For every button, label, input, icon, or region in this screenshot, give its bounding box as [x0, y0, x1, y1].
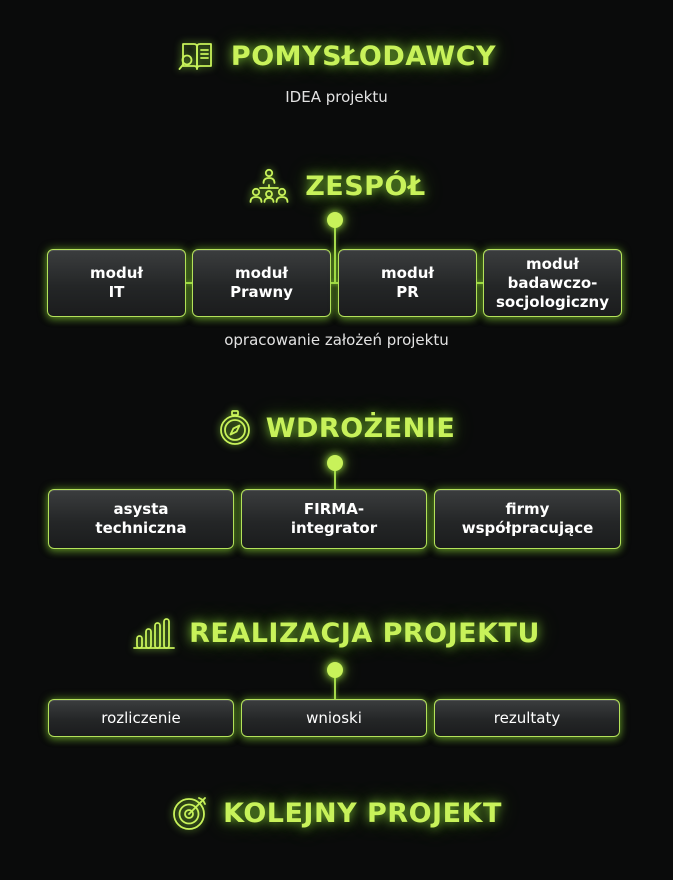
team-hierarchy-icon	[247, 166, 291, 206]
realizacja-vertical-connector	[334, 677, 336, 700]
asysta-line1: asysta	[113, 500, 169, 518]
heading-pomyslodawcy: POMYSŁODAWCY	[0, 38, 673, 74]
module-it-line1: moduł	[90, 264, 143, 282]
zespol-vertical-connector	[334, 226, 336, 284]
wdrozenie-vertical-connector	[334, 470, 336, 490]
module-badawczo-line1: moduł	[526, 254, 579, 273]
heading-wdrozenie-title: WDROŻENIE	[265, 412, 456, 444]
wnioski-label: wnioski	[306, 708, 362, 727]
heading-realizacja: REALIZACJA PROJEKTU	[0, 616, 673, 650]
firma-line2: integrator	[290, 519, 378, 537]
module-pr-line2: PR	[396, 283, 419, 301]
realizacja-node	[327, 662, 343, 678]
pomyslodawcy-subtitle: IDEA projektu	[285, 88, 388, 106]
bar-chart-icon	[133, 616, 175, 650]
heading-zespol-title: ZESPÓŁ	[305, 170, 426, 202]
firmy-line2: współpracujące	[461, 519, 594, 537]
heading-pomyslodawcy-title: POMYSŁODAWCY	[230, 40, 497, 72]
realizacja-box-rezultaty: rezultaty	[434, 699, 620, 737]
module-box-badawczo-socjologiczny: moduł badawczo- socjologiczny	[483, 249, 622, 317]
module-box-pr: moduł PR	[338, 249, 477, 317]
target-icon	[171, 794, 209, 832]
heading-kolejny-title: KOLEJNY PROJEKT	[223, 797, 502, 829]
module-prawny-line2: Prawny	[230, 283, 293, 301]
module-box-prawny: moduł Prawny	[192, 249, 331, 317]
wdrozenie-box-firma-integrator: FIRMA- integrator	[241, 489, 427, 549]
heading-kolejny: KOLEJNY PROJEKT	[0, 794, 673, 832]
module-badawczo-line3: socjologiczny	[496, 292, 609, 311]
heading-zespol: ZESPÓŁ	[0, 166, 673, 206]
heading-wdrozenie: WDROŻENIE	[0, 409, 673, 447]
module-it-line2: IT	[108, 283, 125, 301]
module-badawczo-line2: badawczo-	[507, 273, 598, 292]
realizacja-box-wnioski: wnioski	[241, 699, 427, 737]
zespol-node	[327, 212, 343, 228]
firma-line1: FIRMA-	[303, 500, 365, 518]
realizacja-box-rozliczenie: rozliczenie	[48, 699, 234, 737]
module-pr-line1: moduł	[381, 264, 434, 282]
module-prawny-line1: moduł	[235, 264, 288, 282]
firmy-line1: firmy	[505, 500, 550, 518]
book-search-icon	[177, 38, 217, 74]
rozliczenie-label: rozliczenie	[101, 708, 181, 727]
wdrozenie-box-asysta: asysta techniczna	[48, 489, 234, 549]
wdrozenie-box-firmy-wspolpracujace: firmy współpracujące	[434, 489, 621, 549]
rezultaty-label: rezultaty	[493, 708, 561, 727]
wdrozenie-node	[327, 455, 343, 471]
compass-icon	[218, 409, 252, 447]
heading-realizacja-title: REALIZACJA PROJEKTU	[189, 617, 540, 649]
module-box-it: moduł IT	[47, 249, 186, 317]
asysta-line2: techniczna	[95, 519, 187, 537]
zespol-caption: opracowanie założeń projektu	[224, 331, 449, 349]
